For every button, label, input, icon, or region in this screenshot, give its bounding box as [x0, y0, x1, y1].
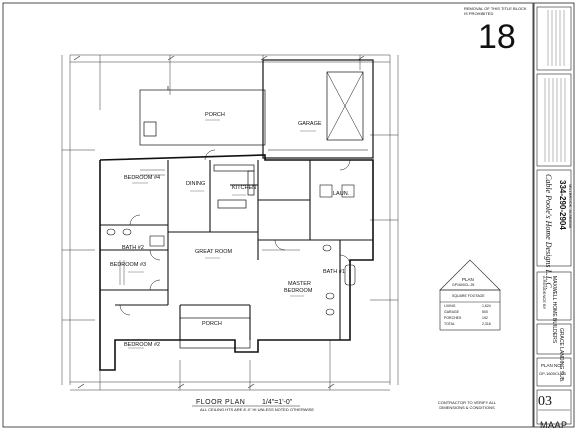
closet-lines: [119, 169, 300, 285]
porch-bottom: [179, 317, 251, 349]
room-label-porch-top: PORCH: [205, 112, 225, 118]
room-label-bath1: BATH #1: [323, 269, 345, 275]
room-label-bedroom4: BEDROOM #4: [124, 175, 161, 181]
room-label-laun: LAUN.: [333, 191, 350, 197]
plan-no-value: GP-1600CL-25: [539, 371, 566, 376]
garage-block: [262, 59, 374, 159]
room-label-master: MASTER: [288, 281, 311, 287]
drawing-subnote: ALL CEILING HTS ARE 8'-0" HI UNLESS NOTE…: [200, 407, 314, 412]
floor-plan: [61, 54, 399, 391]
room-label-great-room: GREAT ROOM: [195, 249, 233, 255]
area-value-3: 2,316: [482, 322, 491, 326]
dimension-lines: [61, 54, 399, 391]
porch-top: [139, 86, 266, 146]
interior-walls: [100, 160, 373, 340]
company-name: Cable Poole's Home Designs L.L.C.: [544, 174, 553, 290]
area-value-1: 500: [482, 310, 488, 314]
plan-box-sqft-label: SQUARE FOOTAGE: [452, 294, 485, 298]
dim-callouts: [128, 119, 316, 349]
company-location: MILLBROOK, ALABAMA: [568, 184, 573, 229]
room-label-garage: GARAGE: [298, 121, 322, 127]
exterior-walls: [99, 154, 374, 371]
room-label-bath2: BATH #2: [122, 245, 144, 251]
plan-info-box: [439, 259, 501, 331]
area-label-2: PORCHES: [444, 316, 462, 320]
plan-box-id: GP1600CL-25: [452, 283, 475, 287]
fine-print-lines: [544, 10, 566, 162]
room-label-dining: DINING: [186, 181, 206, 187]
area-value-0: 1,624: [482, 304, 491, 308]
title-block-frame: [536, 6, 572, 425]
doors: [119, 149, 351, 316]
corner-tag: MAAP: [540, 420, 568, 430]
plan-box-label: PLAN: [462, 277, 474, 282]
plan-no-label: PLAN NO.: [541, 363, 563, 368]
area-label-0: LIVING: [444, 304, 456, 308]
client-name: MAXWELL HOME BUILDERS: [551, 276, 557, 344]
removal-note: REMOVAL OF THIS TITLE BLOCK IS PROHIBITE…: [464, 6, 527, 16]
drawing-title: FLOOR PLAN: [196, 399, 246, 406]
area-value-2: 192: [482, 316, 488, 320]
area-label-3: TOTAL: [444, 322, 455, 326]
area-label-1: GARAGE: [444, 310, 459, 314]
room-label-porch-bottom: PORCH: [202, 321, 222, 327]
room-label-bedroom3: BEDROOM #3: [110, 262, 147, 268]
room-label-kitchen: KITCHEN: [232, 185, 257, 191]
sheet-number: 18: [478, 18, 516, 56]
company-phone: 334-290-2904: [558, 180, 567, 230]
kitchen-counters: [213, 164, 255, 209]
corner-number: 03: [538, 394, 552, 409]
contractor-note: CONTRACTOR TO VERIFY ALL DIMENSIONS & CO…: [437, 400, 497, 410]
room-label-bedroom2: BEDROOM #2: [124, 342, 161, 348]
drawing-scale: 1/4"=1'-0": [262, 399, 293, 406]
room-label-master-bedroom: BEDROOM: [284, 288, 313, 294]
client-prefix: A RESIDENCE BY: [542, 276, 547, 310]
